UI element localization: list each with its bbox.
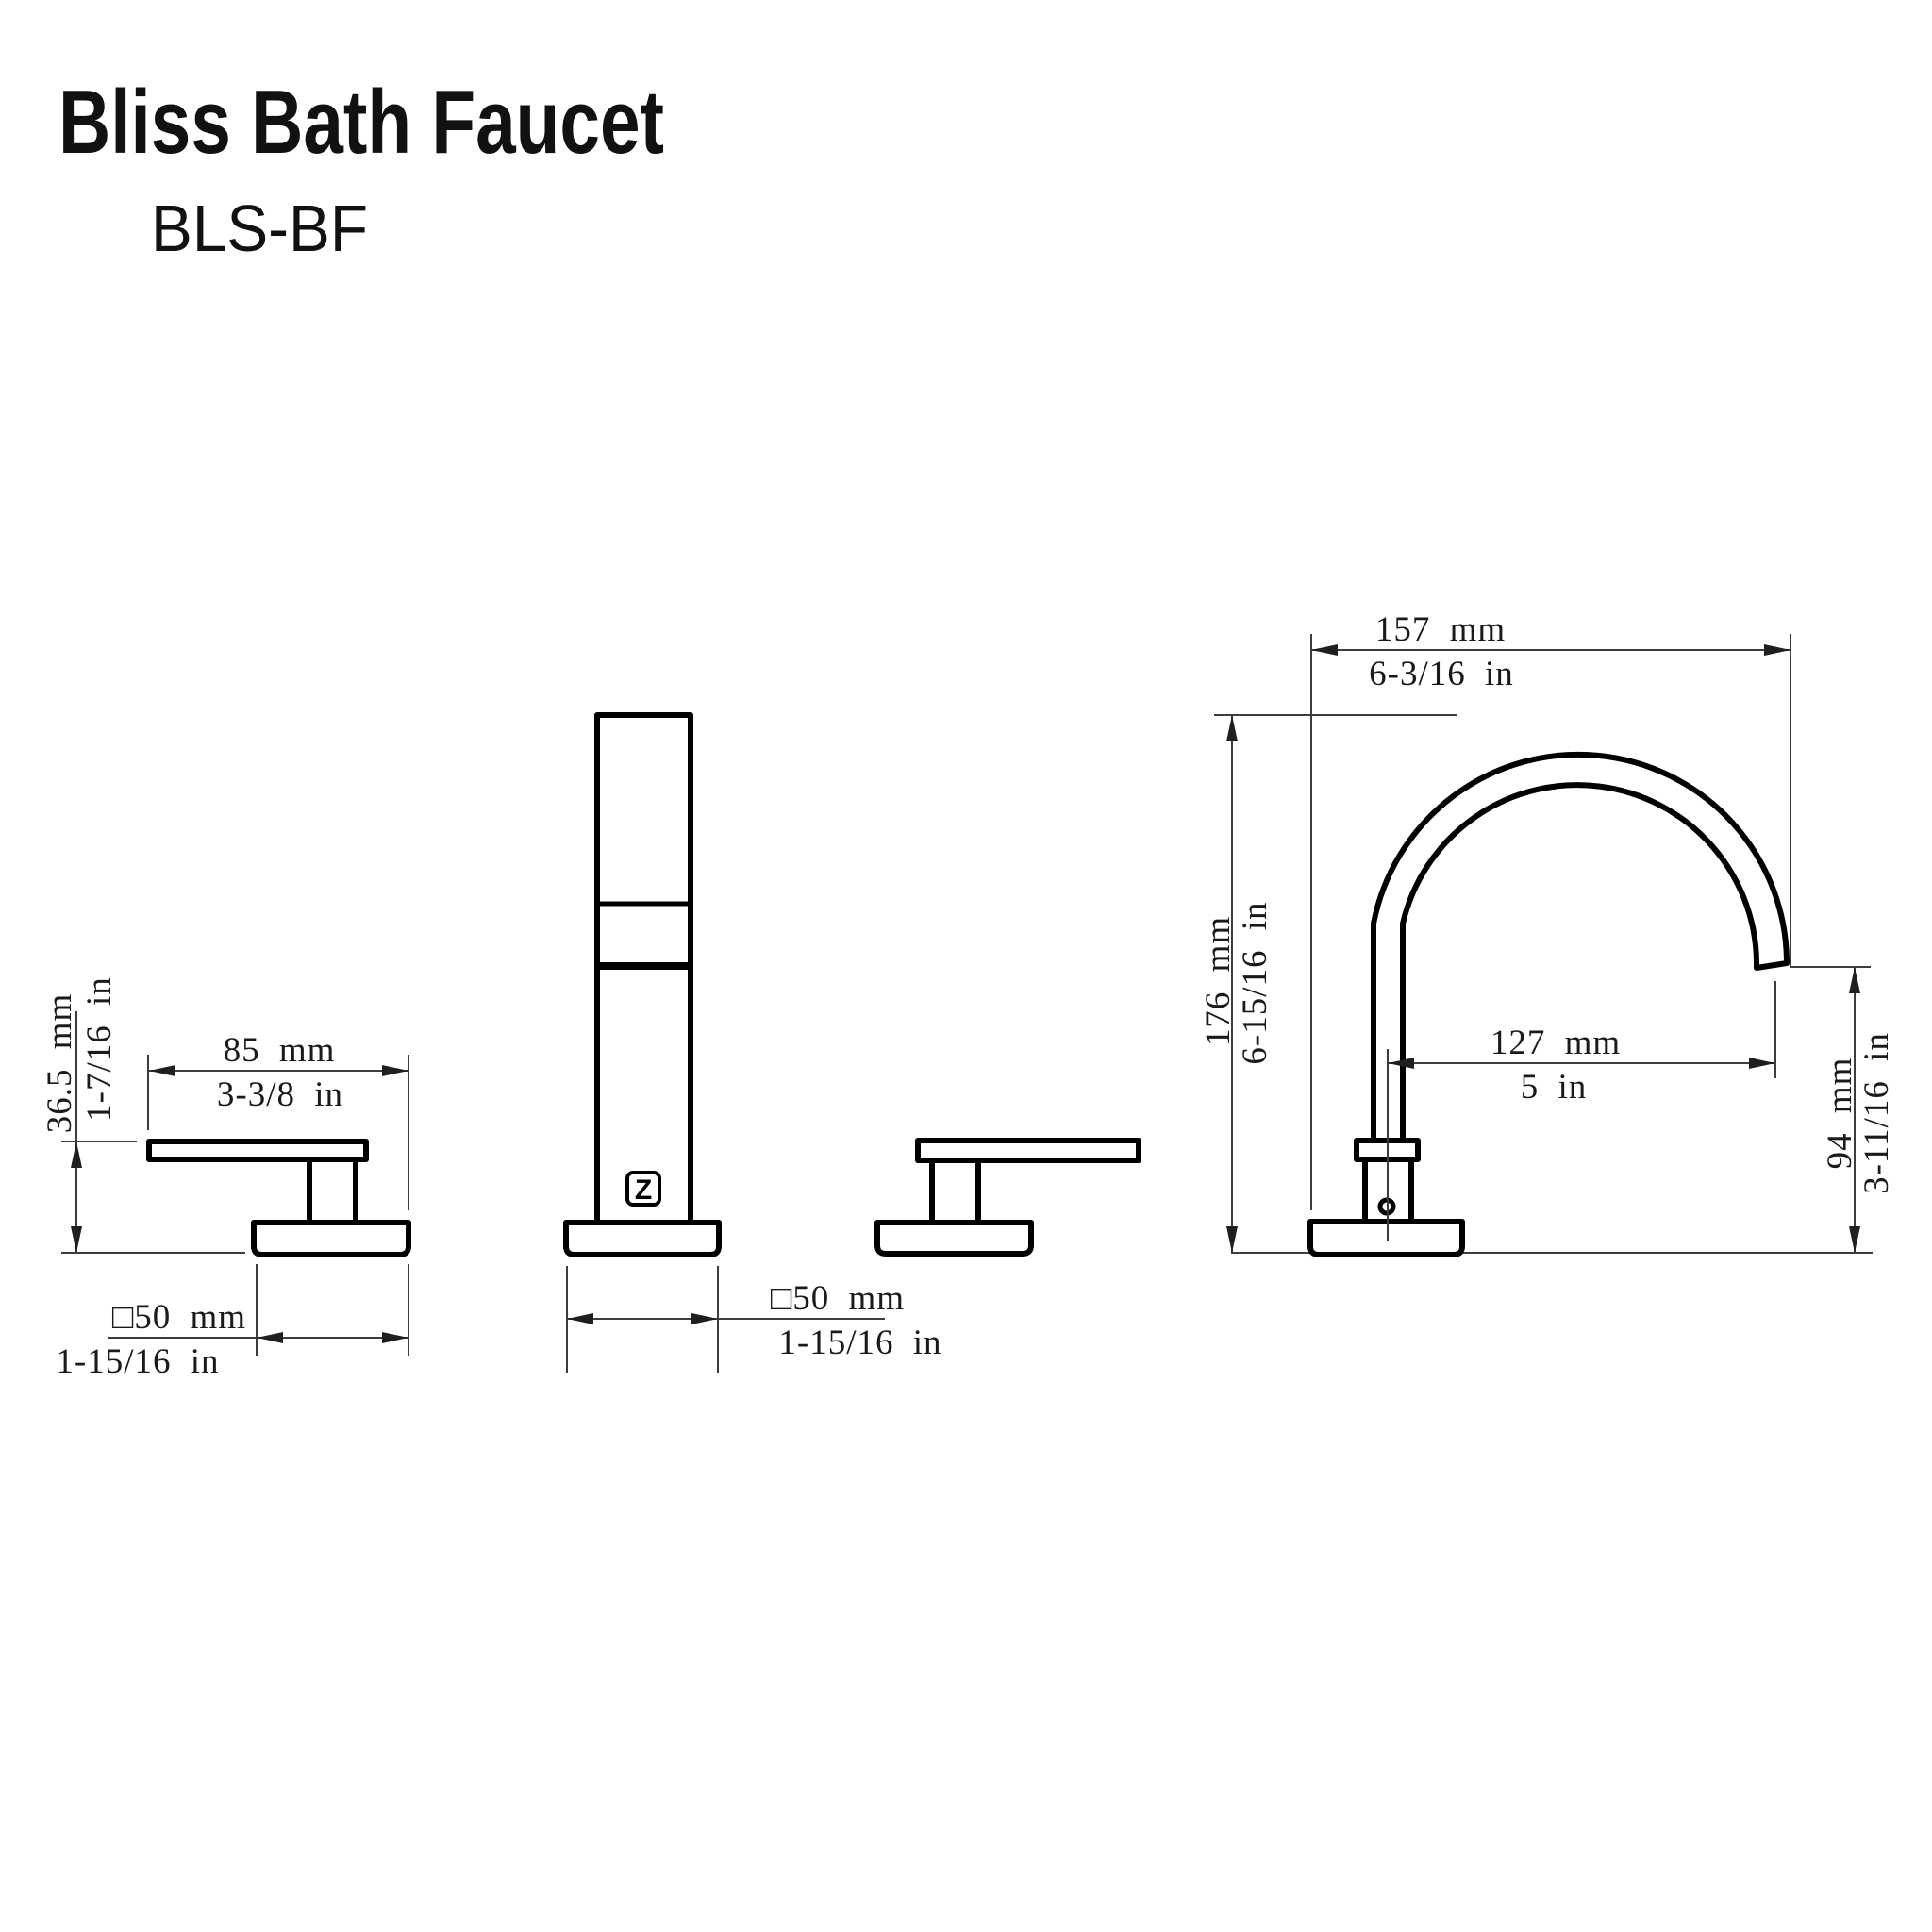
arrowhead-right xyxy=(382,1332,408,1343)
arrowhead-right xyxy=(691,1313,718,1324)
arrowhead-up xyxy=(71,1141,82,1168)
dim-outlet-height: 94 mm 3-11/16 in xyxy=(1790,966,1896,1253)
page-title: Bliss Bath Faucet xyxy=(58,72,664,173)
dim-label-in: 3-3/8 in xyxy=(217,1075,343,1114)
handle-side-view-mirrored xyxy=(874,1138,1141,1257)
dim-spout-reach: 127 mm 5 in xyxy=(1387,981,1776,1241)
dim-handle-height: 36.5 mm 1-7/16 in xyxy=(41,976,245,1254)
handle-front-base xyxy=(563,1220,722,1257)
spout-side-view xyxy=(1307,751,1790,1257)
handle-lever xyxy=(146,1139,369,1162)
handle-lever-mirrored xyxy=(915,1138,1141,1163)
arrowhead-left xyxy=(1388,1058,1414,1069)
handle-base-mirrored xyxy=(874,1220,1034,1257)
arrowhead-left xyxy=(257,1332,283,1343)
arrowhead-left xyxy=(1311,644,1338,656)
arrowhead-left xyxy=(149,1065,175,1076)
dim-label-in: 5 in xyxy=(1521,1068,1588,1107)
brand-logo-badge xyxy=(625,1171,661,1207)
dim-handle-length: 85 mm 3-3/8 in xyxy=(147,1031,409,1210)
arrowhead-up xyxy=(1849,967,1860,993)
dim-label-mm: 157 mm xyxy=(1375,610,1506,649)
arrowhead-down xyxy=(71,1226,82,1253)
dim-handle-base-side: □50 mm 1-15/16 in xyxy=(56,1264,409,1381)
dim-label-mm: 94 mm xyxy=(1821,1058,1859,1170)
arrowhead-right xyxy=(1764,644,1790,656)
dim-spout-height: 176 mm 6-15/16 in xyxy=(1199,714,1457,1253)
dim-label-in: 1-15/16 in xyxy=(778,1324,941,1362)
handle-side-view xyxy=(146,1139,411,1257)
arrowhead-right xyxy=(382,1065,408,1076)
brand-logo-letter: Z xyxy=(635,1174,652,1206)
dim-label-in: 6-3/16 in xyxy=(1369,655,1514,693)
dim-spout-width: 157 mm 6-3/16 in xyxy=(1310,610,1791,1210)
dim-label-in: 1-15/16 in xyxy=(56,1342,219,1381)
handle-stem-mirrored xyxy=(929,1158,981,1225)
handle-base xyxy=(251,1220,411,1257)
dim-label-mm: 85 mm xyxy=(224,1031,336,1070)
spout-tube xyxy=(1371,751,1790,1143)
dim-label-in: 3-11/16 in xyxy=(1857,1032,1896,1194)
dim-label-in: 1-7/16 in xyxy=(80,976,119,1122)
arrowhead-up xyxy=(1226,715,1238,741)
dim-label-mm: 36.5 mm xyxy=(41,993,79,1134)
model-number: BLS-BF xyxy=(151,192,368,265)
arrowhead-left xyxy=(567,1313,593,1324)
dim-handle-base-front: □50 mm 1-15/16 in xyxy=(566,1266,941,1373)
spout-plinth xyxy=(1307,1219,1465,1257)
dim-label-mm: □50 mm xyxy=(771,1279,905,1318)
arrowhead-down xyxy=(1849,1226,1860,1253)
arrowhead-down xyxy=(1226,1226,1238,1253)
dim-label-mm: □50 mm xyxy=(112,1298,246,1337)
handle-front-view: Z xyxy=(563,712,722,1257)
dim-label-mm: 176 mm xyxy=(1199,916,1238,1046)
dim-label-in: 6-15/16 in xyxy=(1236,901,1274,1064)
dim-label-mm: 127 mm xyxy=(1491,1024,1621,1062)
arrowhead-right xyxy=(1749,1058,1775,1069)
handle-stem xyxy=(307,1157,358,1226)
